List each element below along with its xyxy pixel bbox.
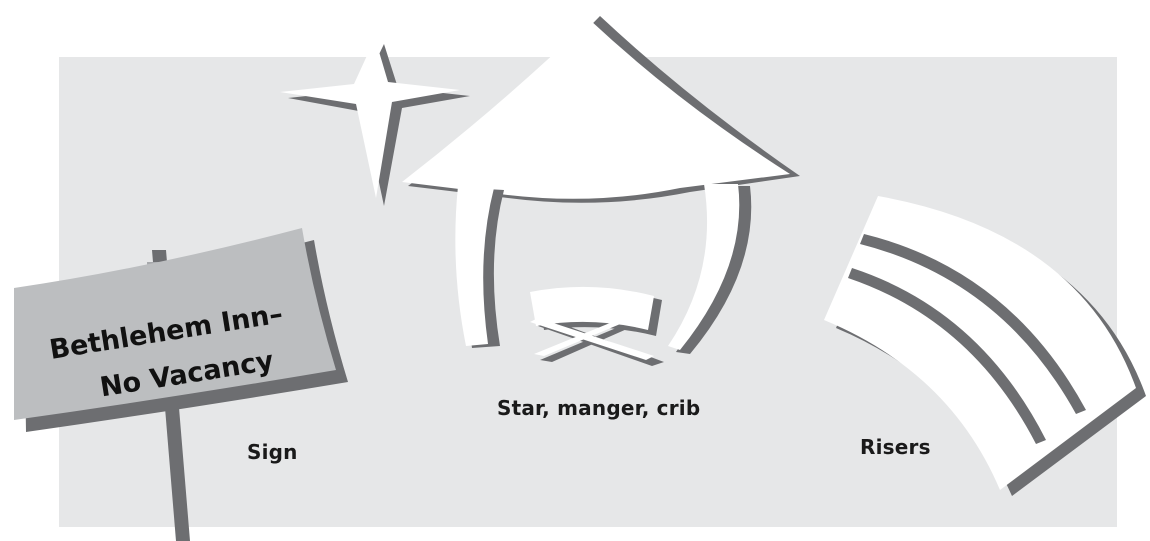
risers-caption: Risers (860, 435, 931, 459)
stable-caption: Star, manger, crib (497, 396, 700, 420)
sign-caption: Sign (247, 440, 298, 464)
sign-icon: Bethlehem Inn– No Vacancy (14, 228, 348, 541)
stable-roof-icon (402, 16, 800, 203)
manger-icon (530, 287, 664, 366)
